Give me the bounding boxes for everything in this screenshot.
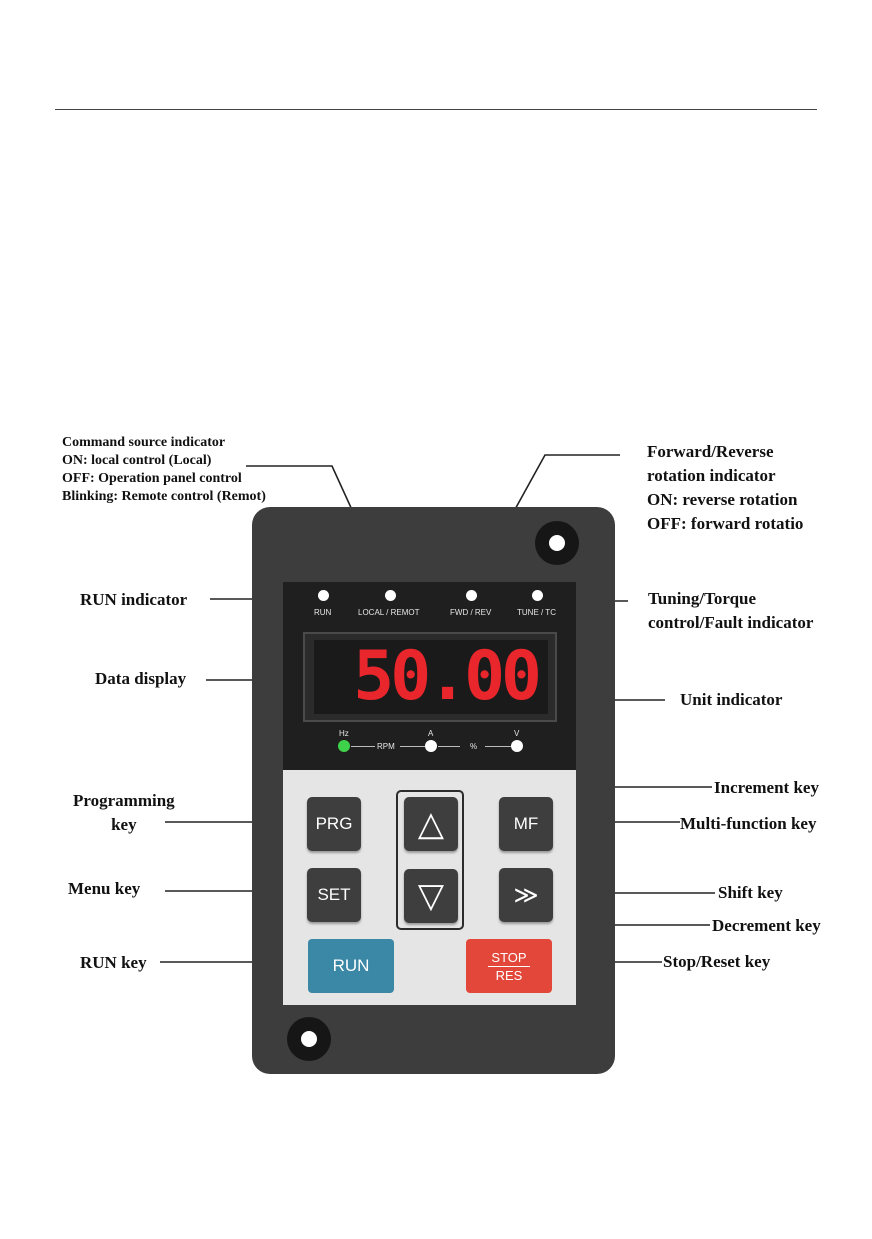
- fwd-rev-line-2: rotation indicator: [647, 466, 776, 485]
- tuning-label: Tuning/Torque control/Fault indicator: [648, 587, 813, 635]
- tuning-line-1: Tuning/Torque: [648, 589, 757, 608]
- command-source-label: Command source indicator ON: local contr…: [62, 434, 266, 506]
- display-value: 50.00: [353, 637, 542, 716]
- run-button[interactable]: RUN: [308, 939, 394, 993]
- programming-key-line-2: key: [111, 815, 137, 834]
- unit-connector: [400, 746, 425, 747]
- set-button[interactable]: SET: [307, 868, 361, 922]
- unit-v-label: V: [514, 729, 520, 738]
- fwd-rev-line-4: OFF: forward rotatio: [647, 514, 804, 533]
- unit-connector: [485, 746, 511, 747]
- unit-hz-led: [338, 740, 350, 752]
- screw-hole-icon: [287, 1017, 331, 1061]
- unit-percent-label: %: [470, 742, 478, 751]
- unit-hz-label: Hz: [339, 729, 349, 738]
- fwd-rev-line-3: ON: reverse rotation: [647, 490, 798, 509]
- run-led: [318, 590, 329, 601]
- unit-a-label: A: [428, 729, 434, 738]
- reset-label: RES: [495, 967, 523, 983]
- stop-reset-button[interactable]: STOP RES: [466, 939, 552, 993]
- unit-connector: [351, 746, 375, 747]
- data-display: 50.00: [303, 632, 557, 722]
- programming-key-line-1: Programming: [73, 791, 175, 810]
- run-led-label: RUN: [314, 608, 332, 617]
- prg-button[interactable]: PRG: [307, 797, 361, 851]
- display-window: 50.00: [314, 640, 548, 714]
- stop-reset-key-label: Stop/Reset key: [663, 952, 771, 971]
- local-remote-led-label: LOCAL / REMOT: [358, 608, 420, 617]
- menu-key-label: Menu key: [68, 879, 141, 898]
- unit-v-led: [511, 740, 523, 752]
- fwd-rev-led-label: FWD / REV: [450, 608, 492, 617]
- data-display-label: Data display: [95, 669, 187, 688]
- shift-button[interactable]: ≫: [499, 868, 553, 922]
- fwd-rev-label: Forward/Reverse rotation indicator ON: r…: [647, 440, 803, 536]
- tuning-line-2: control/Fault indicator: [648, 613, 814, 632]
- screw-hole-icon: [535, 521, 579, 565]
- header-rule: [55, 109, 817, 110]
- run-indicator-label: RUN indicator: [80, 590, 188, 609]
- tune-tc-led-label: TUNE / TC: [517, 608, 556, 617]
- command-source-line-2: ON: local control (Local): [62, 453, 212, 468]
- stop-label: STOP: [491, 949, 527, 965]
- local-remote-led: [385, 590, 396, 601]
- shift-key-label: Shift key: [718, 883, 783, 902]
- unit-connector: [438, 746, 460, 747]
- fwd-rev-led: [466, 590, 477, 601]
- decrement-button[interactable]: ▽: [404, 869, 458, 923]
- run-key-label: RUN key: [80, 953, 147, 972]
- command-source-line-4: Blinking: Remote control (Remot): [62, 489, 266, 504]
- unit-a-led: [425, 740, 437, 752]
- unit-rpm-label: RPM: [377, 742, 395, 751]
- unit-indicator-label: Unit indicator: [680, 690, 783, 709]
- programming-key-label: Programming key: [73, 789, 175, 837]
- command-source-line-1: Command source indicator: [62, 435, 226, 450]
- increment-button[interactable]: △: [404, 797, 458, 851]
- multi-function-key-label: Multi-function key: [680, 814, 817, 833]
- decrement-key-label: Decrement key: [712, 916, 821, 935]
- tune-tc-led: [532, 590, 543, 601]
- mf-button[interactable]: MF: [499, 797, 553, 851]
- command-source-line-3: OFF: Operation panel control: [62, 471, 242, 486]
- stop-reset-divider: [488, 965, 530, 967]
- fwd-rev-line-1: Forward/Reverse: [647, 442, 774, 461]
- increment-key-label: Increment key: [714, 778, 819, 797]
